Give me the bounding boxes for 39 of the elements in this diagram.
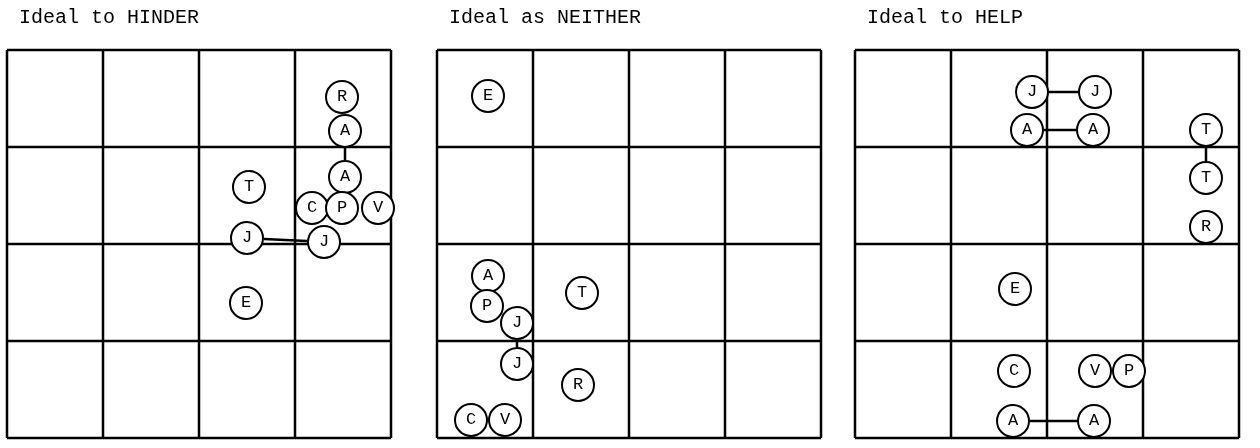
- connector-line: [1049, 90, 1078, 94]
- letter-circle: J: [230, 221, 264, 255]
- letter-circle: P: [470, 289, 504, 323]
- letter-circle: R: [325, 80, 359, 114]
- letter-circle: A: [471, 259, 505, 293]
- letter-circle: V: [361, 191, 395, 225]
- connector-line: [1044, 128, 1076, 132]
- letter-circle: J: [1015, 75, 1049, 109]
- letter-circle: P: [325, 191, 359, 225]
- letter-circle: J: [500, 347, 534, 381]
- letter-circle: J: [500, 306, 534, 340]
- letter-circle: A: [996, 404, 1030, 438]
- letter-circle: V: [1078, 354, 1112, 388]
- letter-circle: A: [1076, 113, 1110, 147]
- letter-circle: A: [328, 160, 362, 194]
- letter-circle: C: [454, 403, 488, 437]
- letter-circle: A: [1077, 404, 1111, 438]
- letter-circle: C: [295, 191, 329, 225]
- connector-line: [263, 237, 308, 243]
- letter-circle: E: [998, 272, 1032, 306]
- letter-circle: V: [488, 403, 522, 437]
- letter-circle: A: [328, 114, 362, 148]
- connector-line: [1030, 419, 1077, 423]
- letter-circle: E: [471, 79, 505, 113]
- letter-circle: A: [1010, 113, 1044, 147]
- letter-circle: T: [565, 276, 599, 310]
- letter-circle: R: [1189, 210, 1223, 244]
- letter-circle: P: [1112, 354, 1146, 388]
- letter-circle: R: [561, 368, 595, 402]
- letter-circle: T: [232, 170, 266, 204]
- letter-circle: E: [229, 286, 263, 320]
- letter-circle: T: [1189, 161, 1223, 195]
- panel-title: Ideal to HELP: [867, 6, 1024, 30]
- letter-circle: J: [307, 225, 341, 259]
- panel-title: Ideal to HINDER: [19, 6, 200, 30]
- letter-circle: T: [1189, 113, 1223, 147]
- letter-circle: C: [997, 354, 1031, 388]
- panel-title: Ideal as NEITHER: [449, 6, 642, 30]
- letter-circle: J: [1078, 75, 1112, 109]
